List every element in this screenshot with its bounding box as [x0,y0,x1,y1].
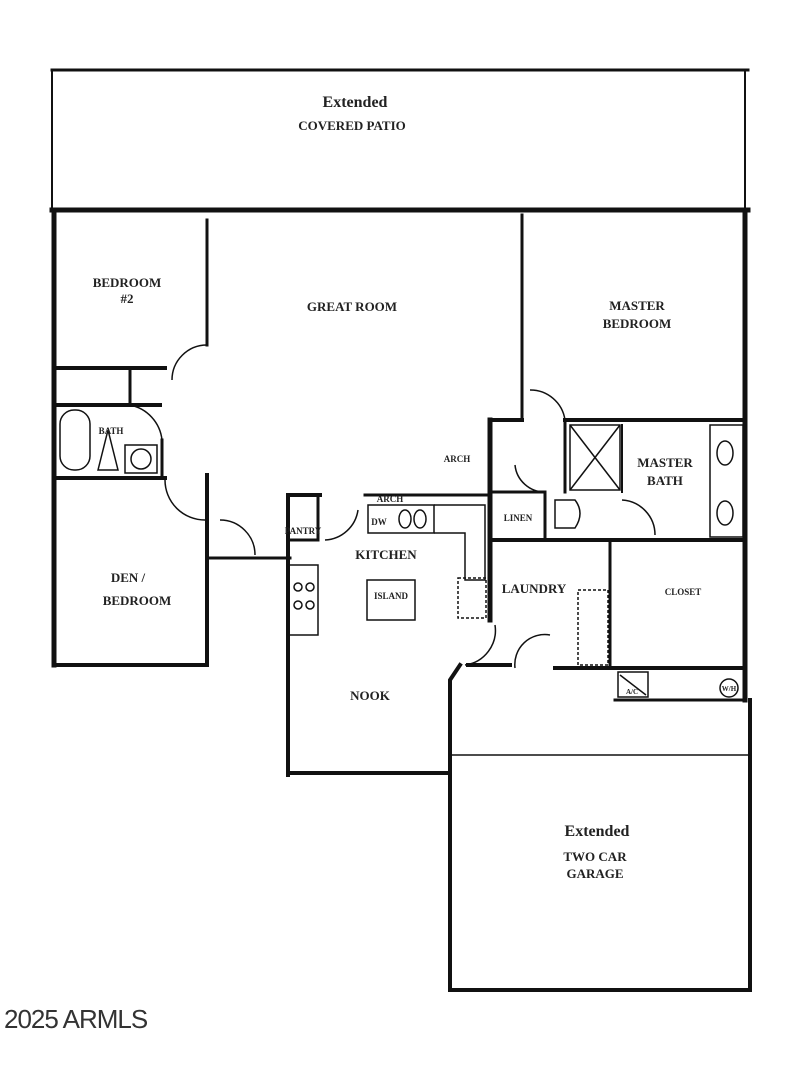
door-swing [164,479,206,521]
door-swing [621,499,656,536]
door-swing [514,464,546,493]
bath-label: BATH [99,426,124,436]
door-swing [219,519,256,556]
bedroom2-label-1: BEDROOM [93,275,162,290]
master-bath-label-1: MASTER [637,455,693,470]
range-icon [287,564,319,636]
walls [49,68,752,992]
fixtures [59,344,744,698]
door-swing [529,389,566,421]
sink-icon [367,504,435,534]
patio-label-2: COVERED PATIO [298,118,406,133]
arch-kitchen-label: ARCH [377,494,404,504]
garage-label-3: GARAGE [566,866,623,881]
kitchen-label: KITCHEN [355,547,417,562]
garage-label-2: TWO CAR [563,849,627,864]
bathtub-icon [59,409,91,471]
toilet-icon [554,499,581,529]
linen-label: LINEN [504,513,533,523]
closet-label: CLOSET [665,587,702,597]
toilet-icon [97,429,119,471]
master-bath-label-2: BATH [647,473,683,488]
door-swing [171,344,208,381]
ac-icon [617,671,649,698]
den-label-2: BEDROOM [103,593,172,608]
dw-label: DW [371,517,387,527]
labels: Extended COVERED PATIO BEDROOM #2 GREAT … [93,94,737,881]
island-outline [366,579,416,621]
door-swing [514,633,551,669]
shower-icon [569,424,621,491]
watermark: 2025 ARMLS [4,1004,148,1034]
arch-label: ARCH [444,454,471,464]
water-heater-icon [719,678,739,698]
vanity-icon [709,424,744,538]
wh-label: W/H [722,685,737,693]
master-bedroom-label-2: BEDROOM [603,316,672,331]
ac-label: A/C [626,688,638,696]
garage-label-1: Extended [565,823,630,840]
patio-label-1: Extended [323,94,388,111]
fridge-icon [457,577,487,619]
pantry-label: PANTRY [285,526,322,536]
door-swing [464,624,497,666]
den-label-1: DEN / [111,570,146,585]
door-swing [324,509,359,541]
sink-icon [124,444,158,474]
washer-dryer-icon [577,589,609,666]
laundry-label: LAUNDRY [502,581,567,596]
great-room-label: GREAT ROOM [307,299,397,314]
nook-label: NOOK [350,688,391,703]
door-swing [129,404,163,441]
master-bedroom-label-1: MASTER [609,298,665,313]
island-label: ISLAND [374,591,409,601]
bedroom2-label-2: #2 [121,291,134,306]
